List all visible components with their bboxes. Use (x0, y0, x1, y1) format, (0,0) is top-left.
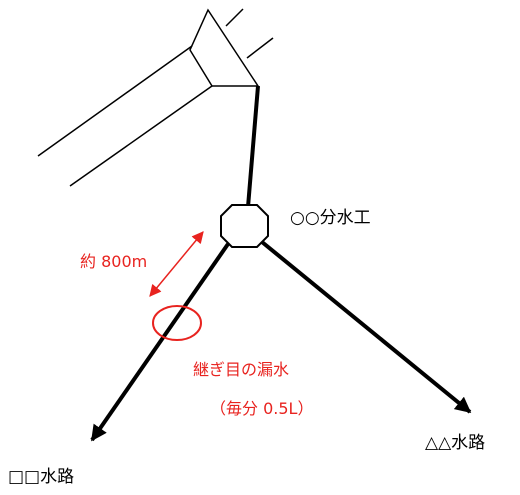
main-pipe (246, 85, 260, 208)
intake-stub-upper (225, 8, 244, 27)
leak-location-circle (152, 305, 202, 341)
branch-pipe-left (90, 242, 230, 442)
upstream-channel (37, 45, 213, 187)
junction-octagon (220, 204, 269, 248)
distance-arrow (149, 231, 204, 297)
leak-label: 継ぎ目の漏水 (193, 360, 290, 379)
branch-pipe-right (260, 240, 472, 414)
intake-head (189, 8, 260, 87)
right-channel-label: △△水路 (425, 433, 486, 453)
left-channel-label: □□水路 (8, 467, 75, 487)
intake-stub-lower (246, 37, 274, 59)
distance-label: 約 800m (80, 252, 148, 271)
upstream-channel-edge-lower (69, 85, 213, 187)
upstream-channel-edge-upper (37, 45, 193, 157)
intake-structure (189, 8, 274, 87)
junction-label: ○○分水工 (290, 208, 371, 228)
leak-rate-label: （毎分 0.5L） (210, 399, 314, 418)
